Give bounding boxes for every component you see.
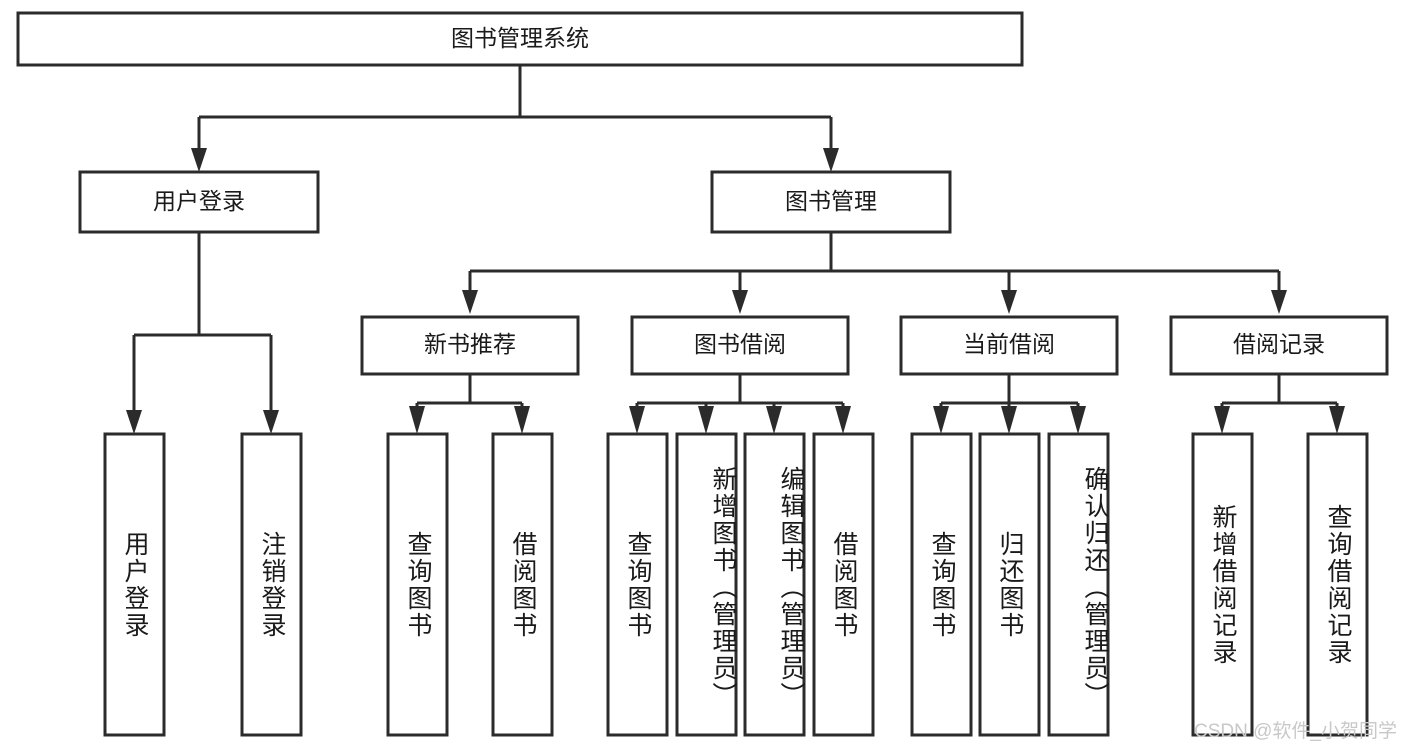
node-book-management[interactable]: 图书管理 xyxy=(710,170,952,234)
arrow-user-login-child-2 xyxy=(263,410,279,434)
arrow-book-mgmt-child-2 xyxy=(732,290,748,314)
arrow-book-mgmt-child-3 xyxy=(1001,290,1017,314)
connector-layer xyxy=(126,65,1345,434)
arrow-current-leaf-2 xyxy=(1001,406,1017,434)
node-user-login[interactable]: 用户登录 xyxy=(78,170,320,234)
leaf-box-record-1[interactable] xyxy=(1191,432,1254,737)
node-root[interactable]: 图书管理系统 xyxy=(16,11,1024,67)
node-borrow-record[interactable]: 借阅记录 xyxy=(1169,315,1389,376)
arrow-record-leaf-1 xyxy=(1214,406,1230,434)
leaf-box-recommend-2[interactable] xyxy=(491,432,554,737)
arrow-book-mgmt-child-1 xyxy=(462,290,478,314)
node-current-borrow-box[interactable] xyxy=(899,315,1119,376)
leaf-box-current-2[interactable] xyxy=(978,432,1041,737)
arrow-borrow-leaf-1 xyxy=(629,406,645,434)
csdn-watermark: CSDN @软件_小贺同学 xyxy=(1194,721,1397,742)
node-current-borrow[interactable]: 当前借阅 xyxy=(899,315,1119,376)
node-book-borrow-box[interactable] xyxy=(630,315,850,376)
node-borrow-record-label: 借阅记录 xyxy=(1233,331,1325,357)
node-new-book-recommend-label: 新书推荐 xyxy=(424,331,516,357)
node-root-label: 图书管理系统 xyxy=(451,25,589,51)
leaf-box-borrow-2[interactable] xyxy=(675,432,738,737)
arrow-borrow-leaf-2 xyxy=(698,406,714,434)
node-book-borrow[interactable]: 图书借阅 xyxy=(630,315,850,376)
arrow-book-mgmt-child-4 xyxy=(1271,290,1287,314)
node-user-login-box[interactable] xyxy=(78,170,320,234)
arrow-borrow-leaf-3 xyxy=(766,406,782,434)
leaf-box-record-2[interactable] xyxy=(1306,432,1369,737)
leaf-box-borrow-3[interactable] xyxy=(743,432,806,737)
leaf-box-current-3[interactable] xyxy=(1047,432,1110,737)
arrow-root-to-user-login xyxy=(191,148,207,172)
leaf-box-user-login-1[interactable] xyxy=(103,432,166,737)
leaf-box-user-login-2[interactable] xyxy=(240,432,303,737)
node-root-box[interactable] xyxy=(16,11,1024,67)
leaf-box-current-1[interactable] xyxy=(910,432,973,737)
arrow-borrow-leaf-4 xyxy=(835,406,851,434)
node-book-management-box[interactable] xyxy=(710,170,952,234)
node-book-borrow-label: 图书借阅 xyxy=(694,331,786,357)
node-new-book-recommend-box[interactable] xyxy=(360,315,580,376)
leaf-box-borrow-4[interactable] xyxy=(812,432,875,737)
node-new-book-recommend[interactable]: 新书推荐 xyxy=(360,315,580,376)
leaf-box-layer xyxy=(103,432,1369,737)
node-current-borrow-label: 当前借阅 xyxy=(963,331,1055,357)
arrow-record-leaf-2 xyxy=(1329,406,1345,434)
node-book-management-label: 图书管理 xyxy=(785,188,877,214)
arrow-current-leaf-3 xyxy=(1070,406,1086,434)
node-borrow-record-box[interactable] xyxy=(1169,315,1389,376)
arrow-current-leaf-1 xyxy=(933,406,949,434)
arrow-recommend-leaf-1 xyxy=(409,406,425,434)
arrow-root-to-book-mgmt xyxy=(823,148,839,172)
arrow-user-login-child-1 xyxy=(126,410,142,434)
node-user-login-label: 用户登录 xyxy=(153,188,245,214)
leaf-box-borrow-1[interactable] xyxy=(606,432,669,737)
arrow-recommend-leaf-2 xyxy=(514,406,530,434)
leaf-box-recommend-1[interactable] xyxy=(386,432,449,737)
